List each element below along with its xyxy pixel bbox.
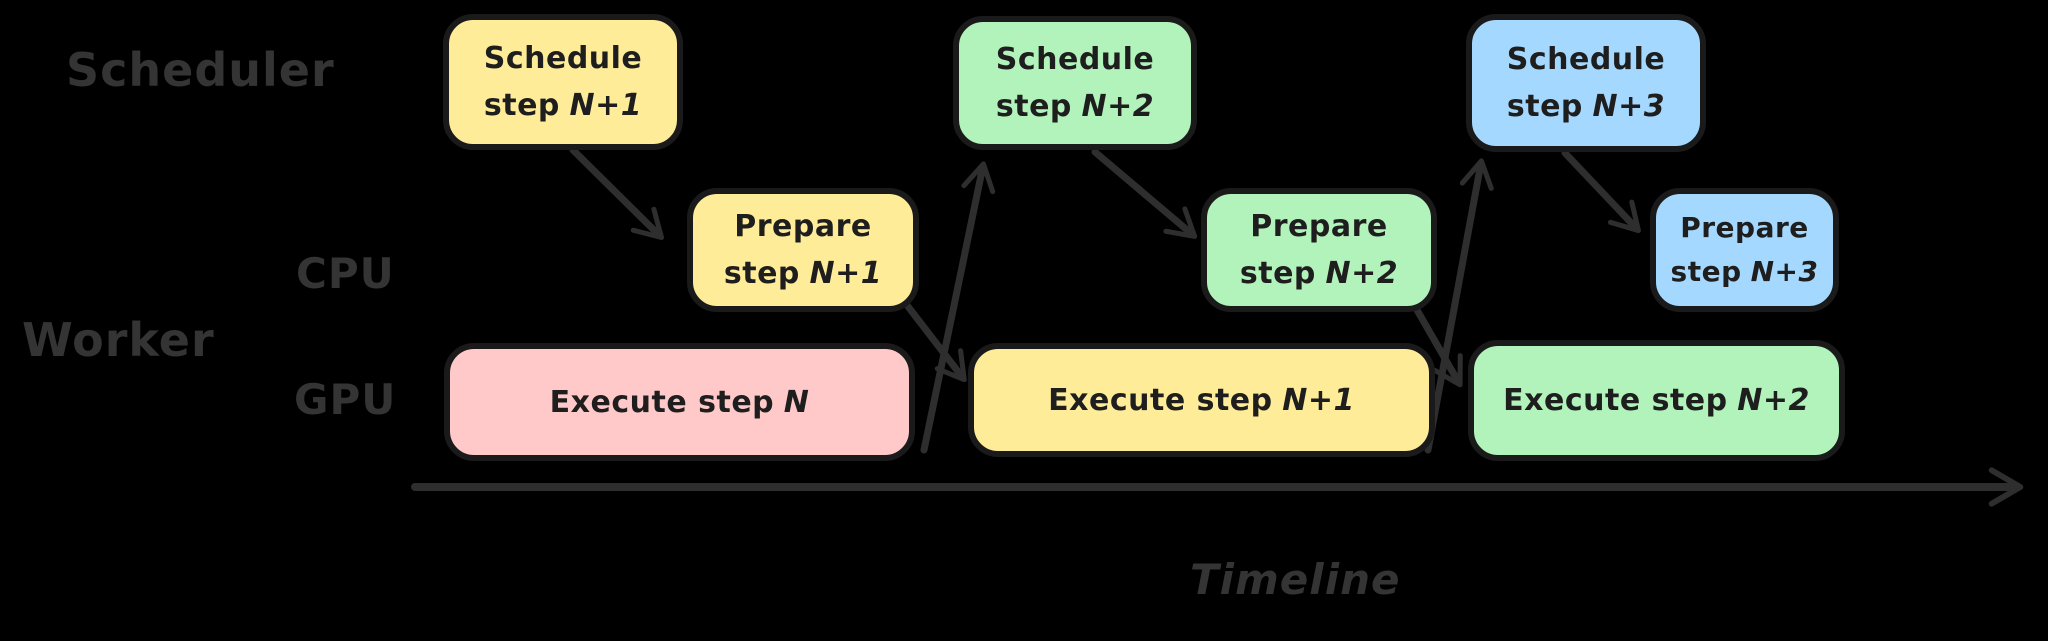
gpu-lane-label: GPU <box>294 375 397 424</box>
box-text: Schedule <box>483 41 643 76</box>
arrow-schedule-n2-to-prepare-n2 <box>1091 148 1198 239</box>
box-text: Prepare <box>1680 211 1809 244</box>
scheduler-row-label: Scheduler <box>66 43 335 97</box>
box-text: Prepare <box>734 209 872 244</box>
timeline-axis-label: Timeline <box>1190 555 1401 604</box>
box-text: Prepare <box>1250 209 1388 244</box>
cpu-lane-label: CPU <box>296 249 395 298</box>
arrow-schedule-n3-to-prepare-n3 <box>1561 149 1641 234</box>
worker-row-label: Worker <box>22 313 215 367</box>
arrow-schedule-n1-to-prepare-n1 <box>569 146 665 240</box>
box-text: Schedule <box>995 42 1155 77</box>
box-text: Schedule <box>1506 42 1666 77</box>
